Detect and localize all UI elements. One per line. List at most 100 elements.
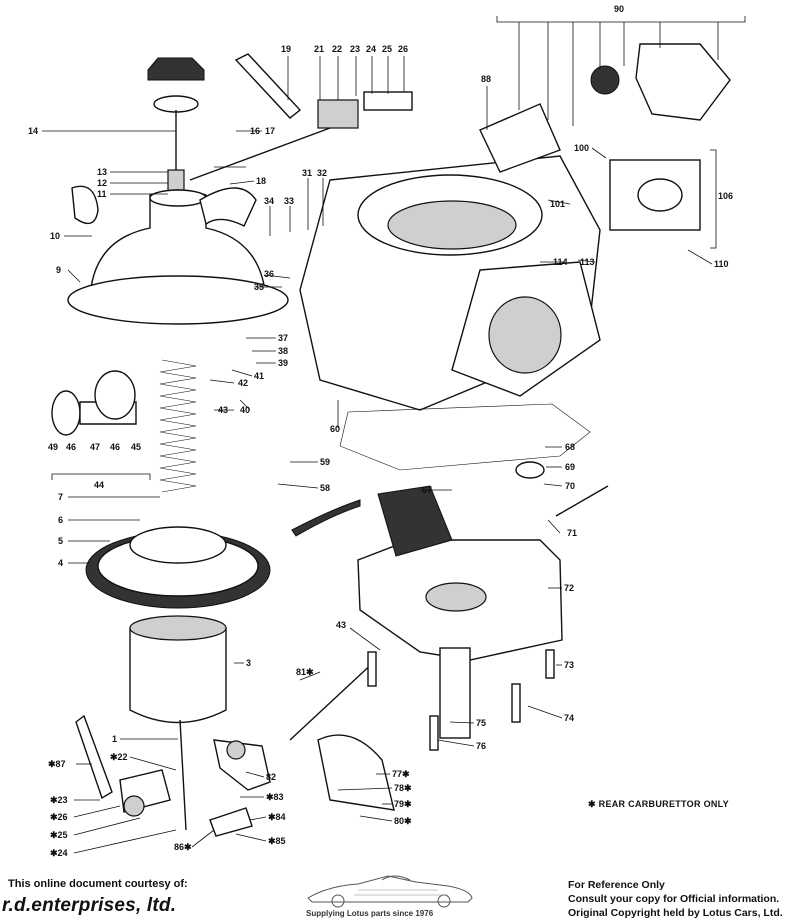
carburettor-exploded-view: 14 13 12 11 10 9 7 6 5 4 16 17 18 19 21 … <box>28 4 746 858</box>
callout-69: 69 <box>565 462 575 472</box>
damper-cap <box>147 57 205 81</box>
piston-spring <box>159 359 197 493</box>
ref-line-1: For Reference Only <box>568 879 665 891</box>
callout-80: 80✱ <box>394 816 412 826</box>
callout-82: 82 <box>266 772 276 782</box>
starter-valve <box>637 178 683 212</box>
callout-90: 90 <box>614 4 624 14</box>
callout-22: 22 <box>332 44 342 54</box>
callout-88: 88 <box>481 74 491 84</box>
choke-plate <box>94 370 136 420</box>
piston-plate <box>129 526 227 564</box>
lever-19 <box>234 53 302 119</box>
callout-39: 39 <box>278 358 288 368</box>
callout-23: 23 <box>350 44 360 54</box>
callout-1: 1 <box>112 734 117 744</box>
callout-10: 10 <box>50 231 60 241</box>
float-67 <box>377 485 453 557</box>
callout-43a: 43 <box>218 405 228 415</box>
callout-17: 17 <box>265 126 275 136</box>
callout-83: ✱83 <box>266 792 284 802</box>
callout-67: 67 <box>422 485 432 495</box>
callout-12: 12 <box>97 178 107 188</box>
pivot-82 <box>226 740 246 760</box>
callout-35: 35 <box>254 282 264 292</box>
callout-36: 36 <box>264 269 274 279</box>
callout-34: 34 <box>264 196 274 206</box>
callout-78: 78✱ <box>394 783 412 793</box>
linkage-bottom <box>213 739 271 791</box>
callout-42: 42 <box>238 378 248 388</box>
callout-70: 70 <box>565 481 575 491</box>
callout-45: 45 <box>131 442 141 452</box>
bolts <box>367 649 555 751</box>
chamber-neck <box>149 189 207 207</box>
callout-76: 76 <box>476 741 486 751</box>
piston-top <box>129 615 227 641</box>
callout-5: 5 <box>58 536 63 546</box>
callout-41: 41 <box>254 371 264 381</box>
brand-name[interactable]: r.d.enterprises, ltd. <box>2 895 177 916</box>
bracket-21 <box>317 99 359 129</box>
callout-44: 44 <box>94 480 104 490</box>
callout-4: 4 <box>58 558 63 568</box>
callout-star26: ✱26 <box>50 812 68 822</box>
piston <box>129 627 227 724</box>
callout-101: 101 <box>550 199 565 209</box>
callout-75: 75 <box>476 718 486 728</box>
callout-26: 26 <box>398 44 408 54</box>
callout-40: 40 <box>240 405 250 415</box>
link-rod <box>209 807 253 837</box>
flange-bore <box>488 296 562 374</box>
float-pivot-71 <box>555 485 609 517</box>
right-assembly <box>479 43 731 231</box>
choke-knob <box>51 390 81 436</box>
callout-16: 16 <box>250 126 260 136</box>
callout-11: 11 <box>97 189 107 199</box>
callout-6: 6 <box>58 515 63 525</box>
callout-9: 9 <box>56 265 61 275</box>
dust-cap <box>71 185 99 225</box>
needle <box>179 719 187 831</box>
callout-37: 37 <box>278 333 288 343</box>
callout-84: ✱84 <box>268 812 286 822</box>
callout-star22: ✱22 <box>110 752 128 762</box>
reference-notice: For Reference Only Consult your copy for… <box>568 878 783 920</box>
callout-110: 110 <box>714 259 729 269</box>
pump-body-88 <box>479 103 561 173</box>
callout-18: 18 <box>256 176 266 186</box>
callout-77: 77✱ <box>392 769 410 779</box>
footer: This online document courtesy of: r.d.en… <box>0 868 800 920</box>
callout-58: 58 <box>320 483 330 493</box>
spindle-17 <box>189 127 331 181</box>
courtesy-text: This online document courtesy of: <box>8 878 188 890</box>
jet-housing-75 <box>439 647 471 739</box>
spindle-nut <box>123 795 145 817</box>
bolt-73 <box>545 649 555 679</box>
callout-114: 114 <box>553 257 568 267</box>
callout-star25: ✱25 <box>50 830 68 840</box>
bowl-recess <box>425 582 487 612</box>
race-car-logo <box>307 875 473 908</box>
callout-star24: ✱24 <box>50 848 68 858</box>
cover-18 <box>199 187 257 227</box>
callout-71: 71 <box>567 528 577 538</box>
bolt-43b <box>367 651 377 687</box>
throat <box>387 200 517 250</box>
callout-59: 59 <box>320 457 330 467</box>
callout-47: 47 <box>90 442 100 452</box>
callout-73: 73 <box>564 660 574 670</box>
bolt-76 <box>429 715 439 751</box>
callout-21: 21 <box>314 44 324 54</box>
callout-38: 38 <box>278 346 288 356</box>
callout-49: 49 <box>48 442 58 452</box>
callout-106: 106 <box>718 191 733 201</box>
callout-14: 14 <box>28 126 38 136</box>
cover-77 <box>317 734 395 811</box>
callout-43b: 43 <box>336 620 346 630</box>
callout-74: 74 <box>564 713 574 723</box>
callout-13: 13 <box>97 167 107 177</box>
seal-arc <box>291 499 361 537</box>
leader-lines <box>42 16 746 854</box>
bolt-74 <box>511 683 521 723</box>
